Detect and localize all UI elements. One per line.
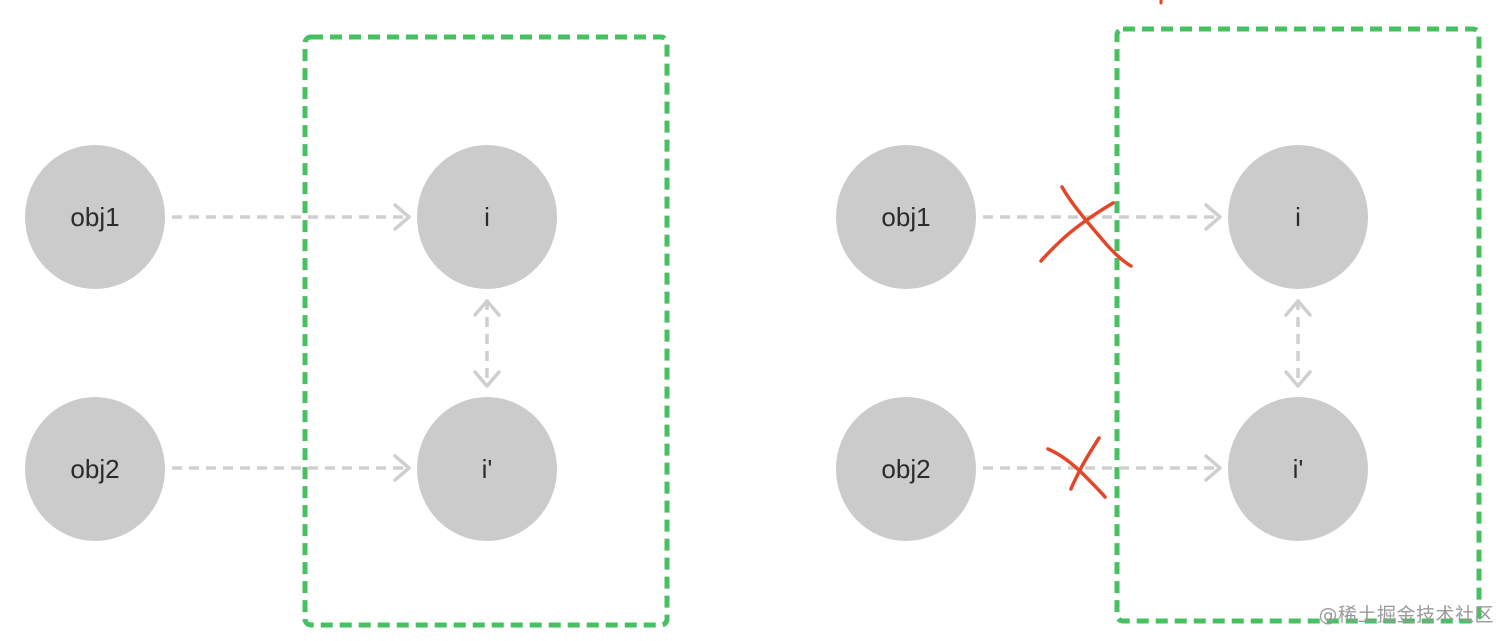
right-node-obj1: obj1 <box>836 145 976 289</box>
node-label: obj1 <box>70 202 119 232</box>
left-group-box <box>302 34 670 628</box>
left-node-i-prime: i' <box>417 397 557 541</box>
left-node-obj2: obj2 <box>25 397 165 541</box>
left-node-i: i <box>417 145 557 289</box>
cross-mark-obj2-link <box>1046 436 1107 499</box>
node-label: i' <box>1293 454 1304 484</box>
right-group-box <box>1114 26 1482 624</box>
node-label: i' <box>482 454 493 484</box>
right-node-i: i <box>1228 145 1368 289</box>
watermark: @稀土掘金技术社区 <box>1318 604 1494 626</box>
node-label: obj1 <box>881 202 930 232</box>
node-label: obj2 <box>70 454 119 484</box>
node-label: i <box>484 202 490 232</box>
node-label: obj2 <box>881 454 930 484</box>
left-diagram: obj1 obj2 i i' <box>25 34 670 628</box>
right-node-obj2: obj2 <box>836 397 976 541</box>
right-diagram: obj1 obj2 i i' <box>836 0 1482 624</box>
left-node-obj1: obj1 <box>25 145 165 289</box>
node-label: i <box>1295 202 1301 232</box>
right-node-i-prime: i' <box>1228 397 1368 541</box>
cross-mark-obj1-link <box>1039 185 1133 268</box>
